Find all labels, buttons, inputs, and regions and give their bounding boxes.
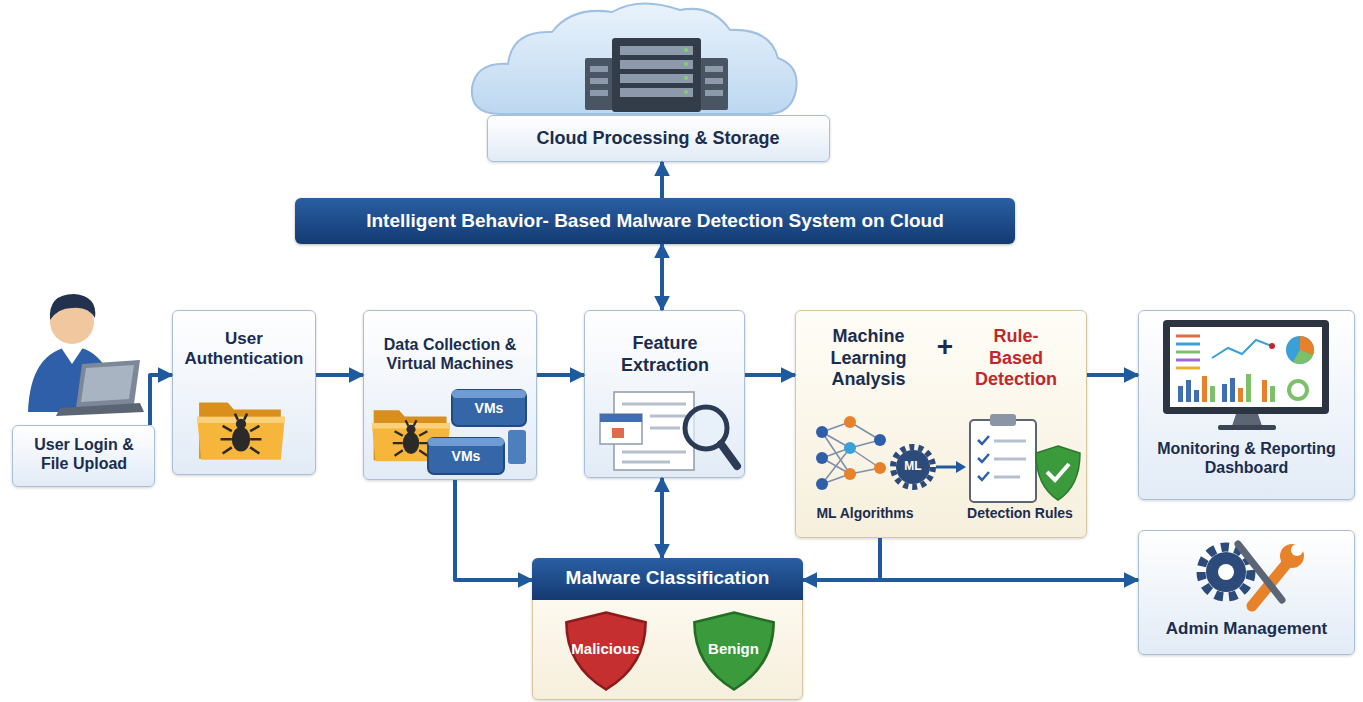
text-slot: Benign (690, 640, 778, 658)
flow-arrow (316, 373, 363, 377)
text-slot: Feature Extraction (595, 333, 735, 376)
node-title: User Login & File Upload (19, 435, 149, 473)
label-text: ML Algorithms (800, 505, 930, 522)
system-banner: Intelligent Behavior- Based Malware Dete… (295, 198, 1015, 244)
flow-arrow (880, 538, 1138, 580)
text-slot: User Login & File Upload (19, 435, 149, 473)
flow-arrow (1087, 373, 1138, 377)
node-title: Monitoring & Reporting Dashboard (1142, 439, 1351, 477)
node-title: Admin Management (1142, 619, 1351, 639)
node-title: Intelligent Behavior- Based Malware Dete… (295, 210, 1015, 233)
text-slot: User Authentication (174, 329, 314, 370)
node-subtitle: Rule- Based Detection (966, 326, 1066, 391)
text-slot: Monitoring & Reporting Dashboard (1142, 439, 1351, 477)
flow-arrow (455, 480, 532, 580)
label-text: Detection Rules (958, 505, 1082, 522)
text-slot: Malware Classification (532, 558, 803, 600)
user-figure (28, 294, 144, 416)
text-slot: + (930, 330, 960, 364)
node-title: Machine Learning Analysis (806, 326, 931, 391)
node-title: Benign (690, 640, 778, 658)
cloud-illustration (472, 3, 797, 114)
text-slot: Rule- Based Detection (966, 326, 1066, 391)
shield-benign: Benign (690, 610, 778, 692)
label-text: + (930, 330, 960, 364)
flow-arrow (660, 478, 664, 558)
label-text: ML (898, 459, 928, 473)
text-slot: Admin Management (1142, 619, 1351, 639)
dashboard-monitor (1163, 320, 1329, 430)
text-slot: ML Algorithms (800, 505, 930, 522)
node-title: User Authentication (174, 329, 314, 370)
text-slot: Malicious (562, 640, 650, 658)
node-title: Malicious (562, 640, 650, 658)
flow-arrow (150, 375, 172, 425)
flow-arrow (660, 244, 664, 310)
classification-box: Malware ClassificationMalicious Benign (532, 558, 803, 700)
text-slot: ML (898, 459, 928, 473)
shield-malicious: Malicious (562, 610, 650, 692)
text-slot: Data Collection & Virtual Machines (364, 335, 536, 373)
node-title: Malware Classification (532, 558, 803, 600)
flow-arrow (803, 538, 880, 580)
text-slot: Intelligent Behavior- Based Malware Dete… (295, 210, 1015, 233)
node-title: Data Collection & Virtual Machines (364, 335, 536, 373)
folder-bug-icon (197, 402, 285, 459)
text-slot: Cloud Processing & Storage (488, 128, 828, 150)
text-slot: Machine Learning Analysis (806, 326, 931, 391)
login-box: User Login & File Upload (12, 425, 155, 487)
flow-arrow (537, 373, 584, 377)
text-slot: VMs (428, 448, 504, 465)
flow-arrow (660, 162, 664, 198)
node-title: Cloud Processing & Storage (488, 128, 828, 150)
node-title: Feature Extraction (595, 333, 735, 376)
text-slot: VMs (452, 400, 526, 417)
flow-arrow (745, 373, 795, 377)
label-text: VMs (452, 400, 526, 417)
label-text: VMs (428, 448, 504, 465)
text-slot: Detection Rules (958, 505, 1082, 522)
storage-box: Cloud Processing & Storage (487, 115, 830, 162)
